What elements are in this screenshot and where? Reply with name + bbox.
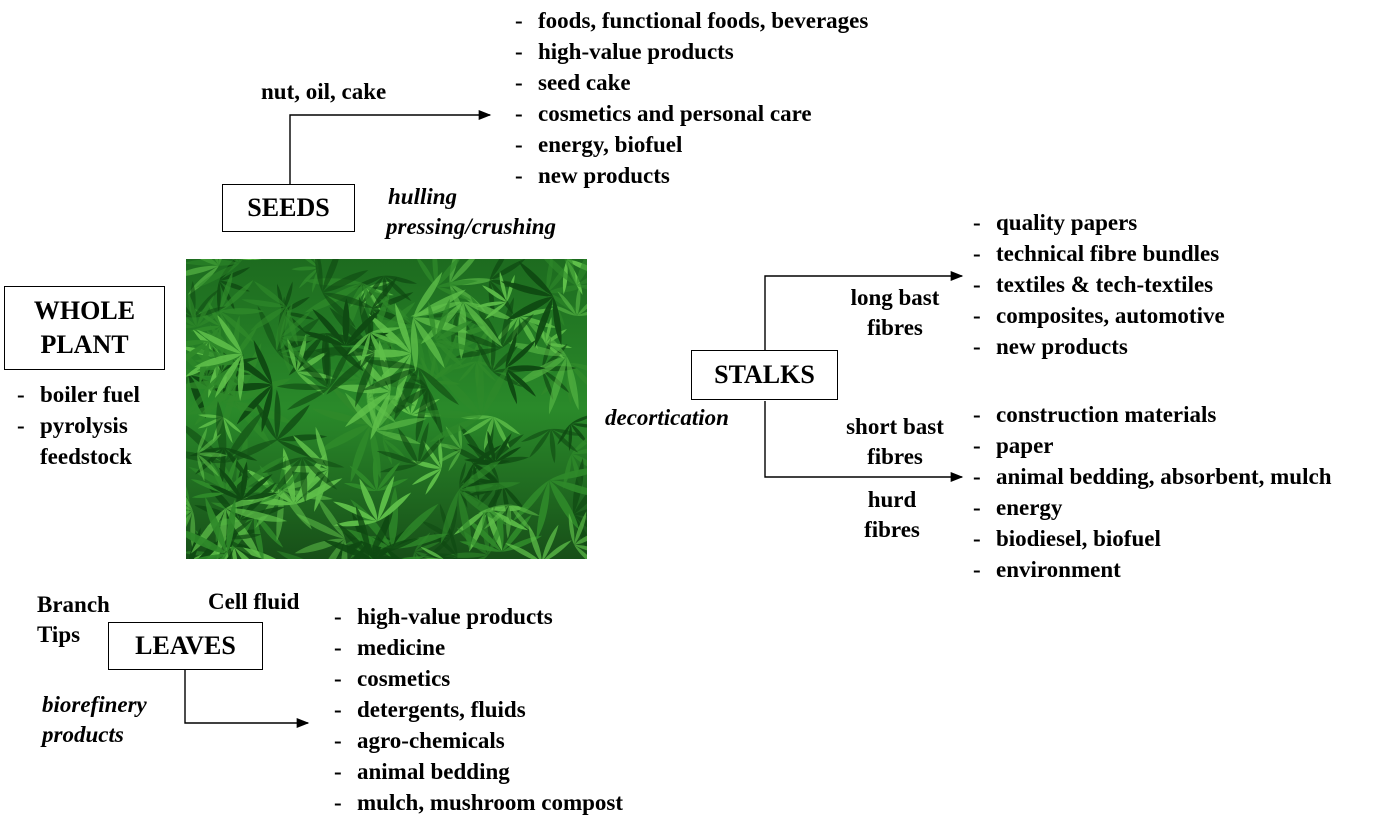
leaves-arrow (184, 669, 310, 729)
hurd-label: hurd fibres (864, 487, 920, 542)
list-item: -energy (973, 495, 1063, 520)
whole-plant-title-line1: WHOLE (33, 296, 136, 325)
long-bast-label: long bast fibres (850, 285, 940, 340)
seeds-box: SEEDS (222, 184, 355, 232)
list-item: -cosmetics (334, 666, 451, 691)
list-item: -foods, functional foods, beverages (515, 8, 869, 33)
seeds-process-line1: hulling (388, 184, 458, 209)
list-item: -quality papers (973, 210, 1138, 235)
branch-tips-label: Branch Tips (37, 592, 110, 647)
seeds-title: SEEDS (247, 193, 330, 222)
list-item: -boiler fuel (17, 382, 140, 407)
stalks-title: STALKS (714, 360, 815, 389)
seeds-arrow (289, 109, 492, 184)
list-item: -agro-chemicals (334, 728, 505, 753)
list-item: -environment (973, 557, 1121, 582)
seeds-products: -foods, functional foods, beverages -hig… (515, 5, 868, 191)
list-item: -technical fibre bundles (973, 241, 1220, 266)
list-item: -animal bedding (334, 759, 510, 784)
stalks-long-arrow (764, 270, 964, 350)
list-item: -new products (515, 163, 670, 188)
list-item: feedstock (40, 444, 132, 469)
whole-plant-box: WHOLE PLANT (4, 286, 165, 370)
long-fibre-products: -quality papers -technical fibre bundles… (973, 207, 1225, 362)
leaves-title: LEAVES (135, 631, 236, 660)
list-item: -animal bedding, absorbent, mulch (973, 464, 1332, 489)
list-item: -mulch, mushroom compost (334, 790, 624, 815)
cell-fluid-label: Cell fluid (208, 589, 300, 614)
list-item: -seed cake (515, 70, 631, 95)
list-item: -high-value products (515, 39, 734, 64)
stalks-short-arrow (764, 401, 964, 483)
list-item: -new products (973, 334, 1128, 359)
list-item: -pyrolysis (17, 413, 128, 438)
hemp-field-image (186, 259, 587, 559)
list-item: -cosmetics and personal care (515, 101, 812, 126)
stalks-box: STALKS (691, 350, 838, 400)
leaves-process: biorefinery products (42, 692, 147, 747)
short-fibre-products: -construction materials -paper -animal b… (973, 399, 1332, 585)
list-item: -detergents, fluids (334, 697, 526, 722)
list-item: -composites, automotive (973, 303, 1225, 328)
list-item: -textiles & tech-textiles (973, 272, 1214, 297)
leaves-products: -high-value products -medicine -cosmetic… (334, 601, 623, 818)
list-item: -construction materials (973, 402, 1217, 427)
seeds-process-line2: pressing/crushing (386, 214, 557, 239)
whole-plant-uses: -boiler fuel -pyrolysis feedstock (17, 379, 140, 472)
stalks-process: decortication (605, 405, 729, 430)
list-item: -high-value products (334, 604, 553, 629)
whole-plant-title-line2: PLANT (40, 330, 129, 359)
short-bast-label: short bast fibres (846, 414, 944, 469)
list-item: -energy, biofuel (515, 132, 683, 157)
list-item: -biodiesel, biofuel (973, 526, 1161, 551)
list-item: -paper (973, 433, 1054, 458)
leaves-box: LEAVES (108, 622, 263, 670)
list-item: -medicine (334, 635, 446, 660)
seeds-branch-label: nut, oil, cake (261, 79, 387, 104)
